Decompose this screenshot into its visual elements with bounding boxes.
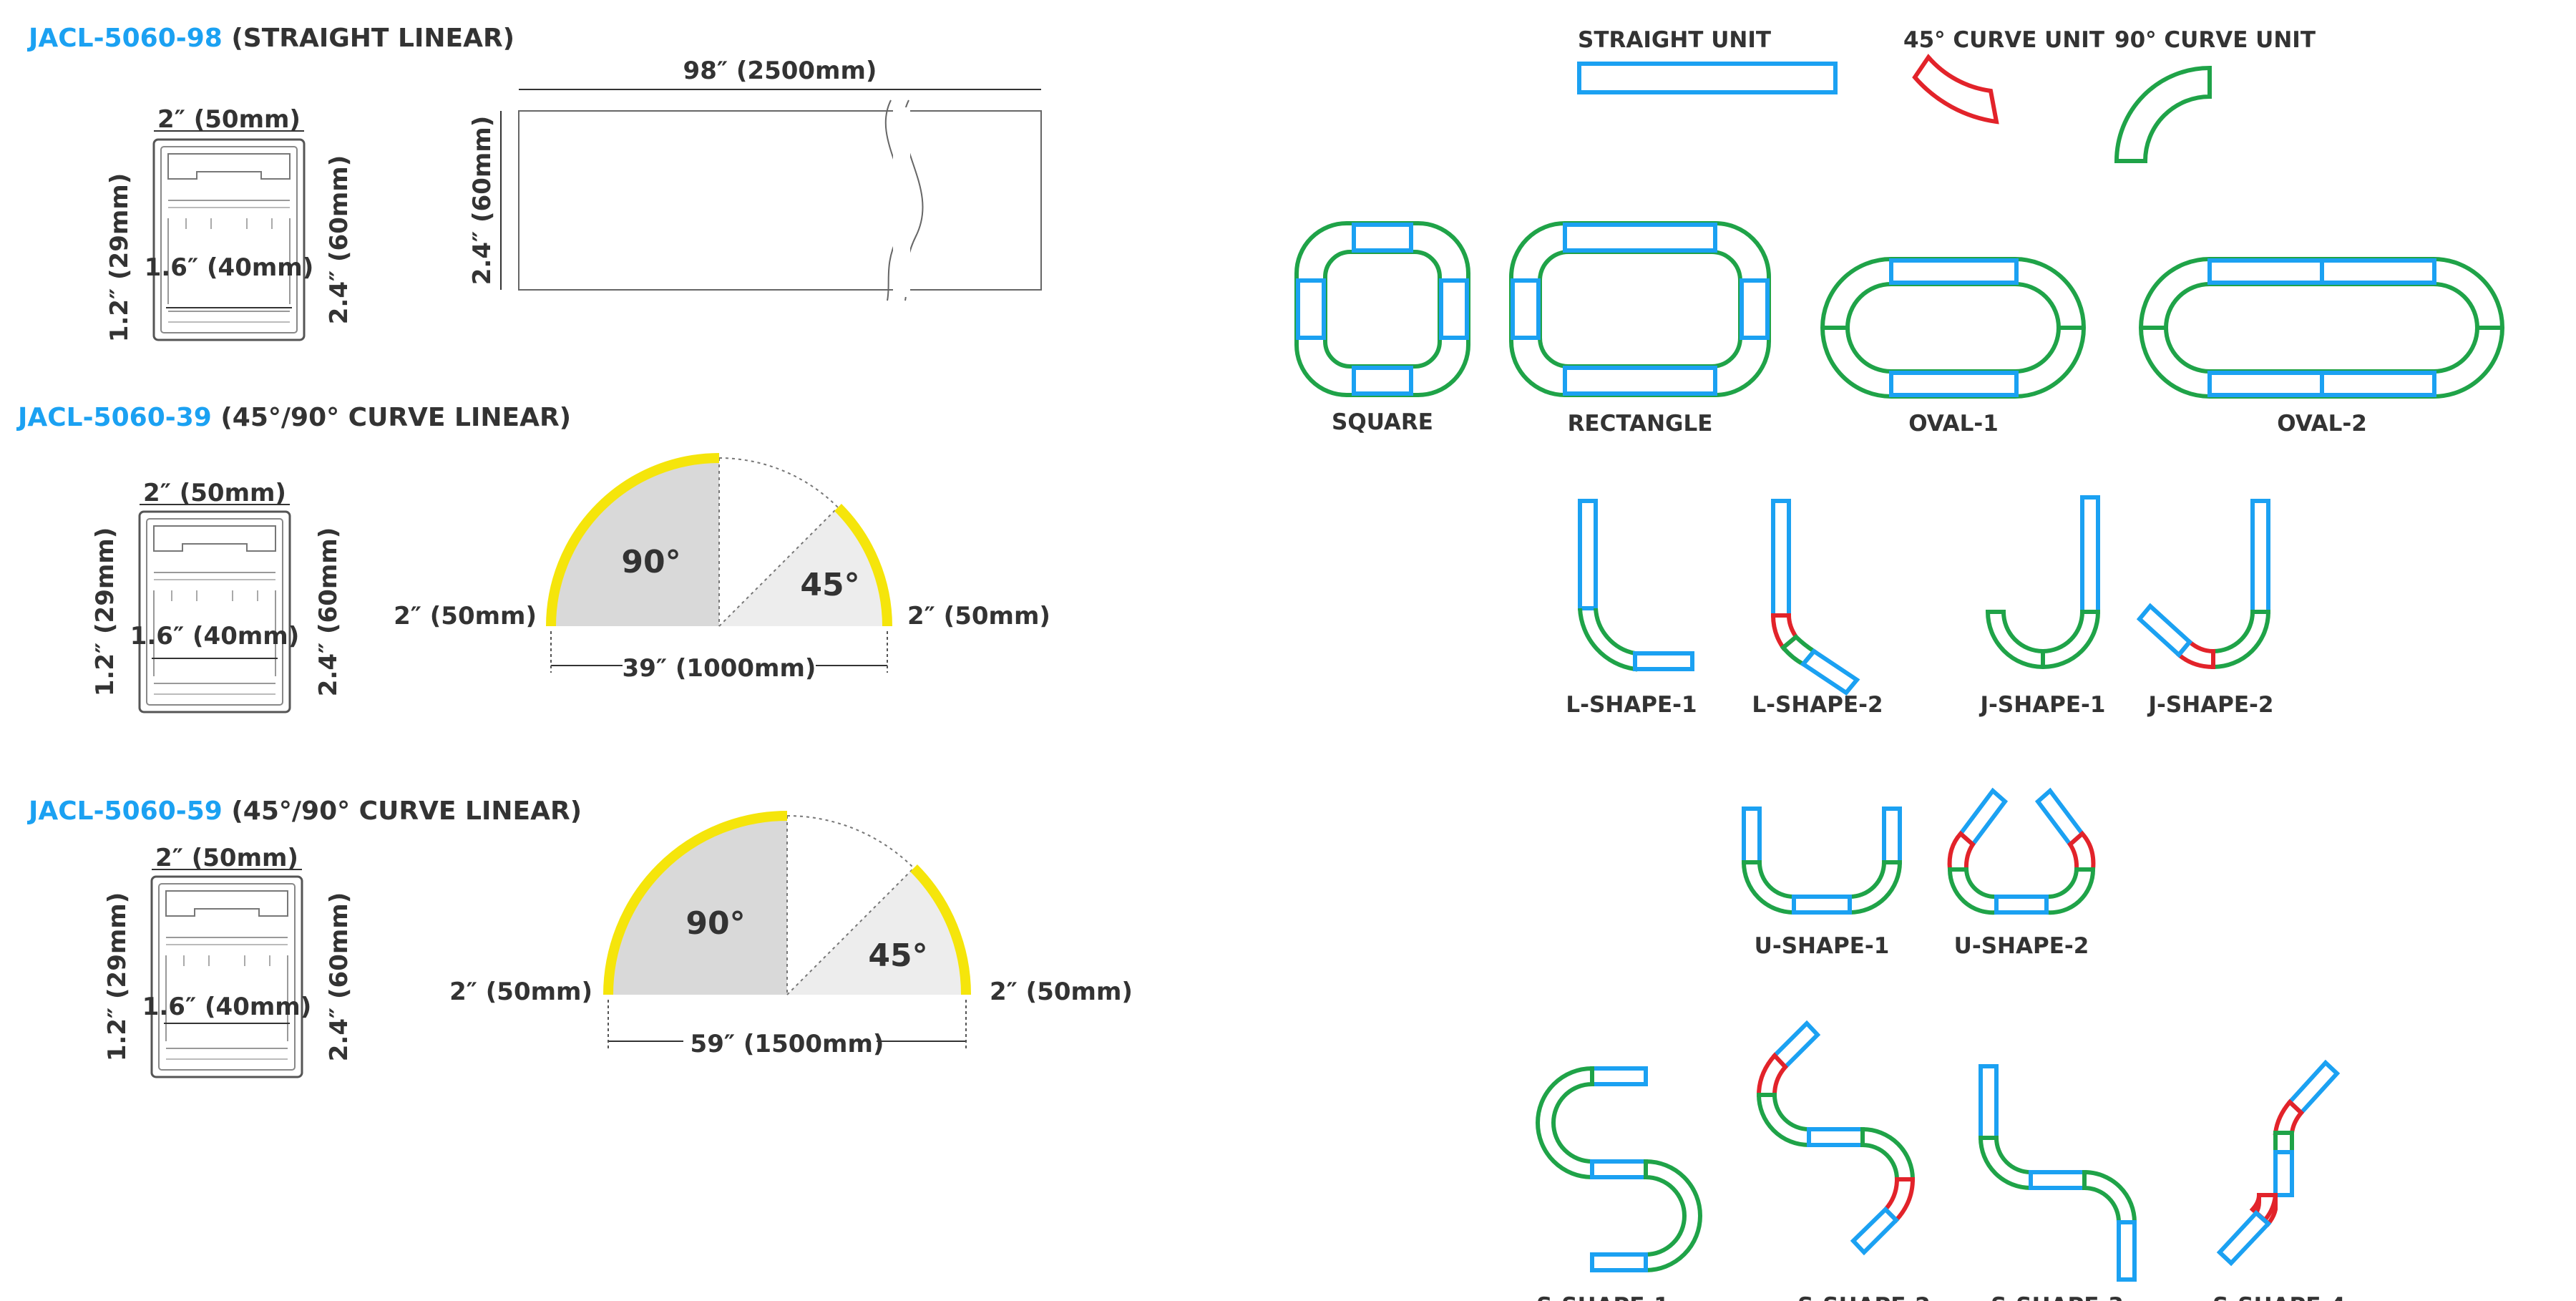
profile-width-label: 2″ (50mm) xyxy=(155,844,298,872)
shape-s-2: S-SHAPE-2 xyxy=(1756,1020,1931,1301)
shape-label: L-SHAPE-2 xyxy=(1752,692,1883,718)
product-code: JACL-5060-59 (45°/90° CURVE LINEAR) xyxy=(26,796,582,826)
profile-right-label: 2.4″ (60mm) xyxy=(325,892,353,1062)
shape-label: U-SHAPE-2 xyxy=(1954,933,2089,959)
profile-left-label: 1.2″ (29mm) xyxy=(91,527,119,697)
end-left-label: 2″ (50mm) xyxy=(394,602,537,630)
shape-u-1: U-SHAPE-1 xyxy=(1741,807,1903,959)
curve90-unit-swatch xyxy=(2114,65,2212,163)
straight-profile-outline xyxy=(518,110,1042,291)
profile-cross-section xyxy=(138,510,291,713)
length-label: 98″ (2500mm) xyxy=(683,57,877,85)
curve45-unit-swatch xyxy=(1912,54,1999,125)
shape-l-2: L-SHAPE-2 xyxy=(1752,499,1883,718)
shape-rectangle: RECTANGLE xyxy=(1509,221,1771,437)
shape-j-2: J-SHAPE-2 xyxy=(2136,499,2274,718)
product-code: JACL-5060-39 (45°/90° CURVE LINEAR) xyxy=(16,403,571,432)
profile-width-label: 2″ (50mm) xyxy=(143,479,286,507)
shape-label: J-SHAPE-2 xyxy=(2147,692,2274,718)
shape-oval-1: OVAL-1 xyxy=(1820,257,2086,437)
shape-label: J-SHAPE-1 xyxy=(1979,692,2106,718)
angle-45-label: 45° xyxy=(800,567,859,603)
angle-45-label: 45° xyxy=(868,937,927,974)
product-curve-59: JACL-5060-59 (45°/90° CURVE LINEAR) 2″ (… xyxy=(26,796,1133,1078)
curve-arc-diagram: 90° 45° 2″ (50mm) 2″ (50mm) 39″ (1000mm) xyxy=(394,453,1050,683)
straight-unit-swatch xyxy=(1577,62,1838,94)
profile-cross-section xyxy=(150,875,303,1078)
height-label: 2.4″ (60mm) xyxy=(468,116,497,286)
end-right-label: 2″ (50mm) xyxy=(990,978,1133,1006)
profile-cross-section xyxy=(152,138,306,341)
end-right-label: 2″ (50mm) xyxy=(907,602,1050,630)
shape-label: S-SHAPE-1 xyxy=(1536,1293,1669,1301)
shape-square: SQUARE xyxy=(1294,221,1470,435)
shape-label: L-SHAPE-1 xyxy=(1566,692,1697,718)
shape-label: SQUARE xyxy=(1332,409,1433,435)
shape-s-1: S-SHAPE-1 xyxy=(1536,1066,1702,1301)
shape-label: U-SHAPE-1 xyxy=(1755,933,1890,959)
angle-90-label: 90° xyxy=(686,905,745,942)
legend-90-label: 90° CURVE UNIT xyxy=(2114,27,2316,53)
shape-j-1: J-SHAPE-1 xyxy=(1979,495,2106,718)
shape-label: S-SHAPE-2 xyxy=(1797,1293,1931,1301)
shape-label: S-SHAPE-4 xyxy=(2212,1293,2346,1301)
end-left-label: 2″ (50mm) xyxy=(449,978,592,1006)
shape-oval-2: OVAL-2 xyxy=(2139,257,2504,437)
shape-configurations: SQUARE RECTANGLE OVAL-1 xyxy=(1294,221,2504,1301)
shape-s-3: S-SHAPE-3 xyxy=(1978,1064,2137,1301)
profile-left-label: 1.2″ (29mm) xyxy=(105,173,134,343)
shape-u-2: U-SHAPE-2 xyxy=(1947,787,2096,959)
diameter-label: 59″ (1500mm) xyxy=(691,1030,884,1058)
product-curve-39: JACL-5060-39 (45°/90° CURVE LINEAR) 2″ (… xyxy=(16,403,1050,713)
profile-inner-label: 1.6″ (40mm) xyxy=(145,253,314,282)
product-code: JACL-5060-98 (STRAIGHT LINEAR) xyxy=(26,24,514,53)
legend-45-label: 45° CURVE UNIT xyxy=(1903,27,2104,53)
profile-inner-label: 1.6″ (40mm) xyxy=(130,622,300,650)
shape-label: S-SHAPE-3 xyxy=(1991,1293,2124,1301)
profile-right-label: 2.4″ (60mm) xyxy=(325,155,353,325)
profile-right-label: 2.4″ (60mm) xyxy=(314,527,343,697)
curve-arc-diagram: 90° 45° 2″ (50mm) 2″ (50mm) 59″ (1500mm) xyxy=(449,811,1133,1058)
shape-l-1: L-SHAPE-1 xyxy=(1566,499,1697,718)
profile-inner-label: 1.6″ (40mm) xyxy=(142,993,312,1021)
unit-legend: STRAIGHT UNIT 45° CURVE UNIT 90° CURVE U… xyxy=(1577,27,2316,163)
legend-straight-label: STRAIGHT UNIT xyxy=(1578,27,1771,53)
product-straight: JACL-5060-98 (STRAIGHT LINEAR) 2″ (50mm)… xyxy=(26,24,1042,343)
shape-s-4: S-SHAPE-4 xyxy=(2212,1059,2346,1301)
profile-left-label: 1.2″ (29mm) xyxy=(103,892,132,1062)
shape-label: RECTANGLE xyxy=(1568,411,1713,437)
shape-label: OVAL-2 xyxy=(2277,411,2367,437)
shape-label: OVAL-1 xyxy=(1908,411,1999,437)
profile-width-label: 2″ (50mm) xyxy=(157,105,301,134)
angle-90-label: 90° xyxy=(621,544,680,580)
diameter-label: 39″ (1000mm) xyxy=(623,654,816,683)
